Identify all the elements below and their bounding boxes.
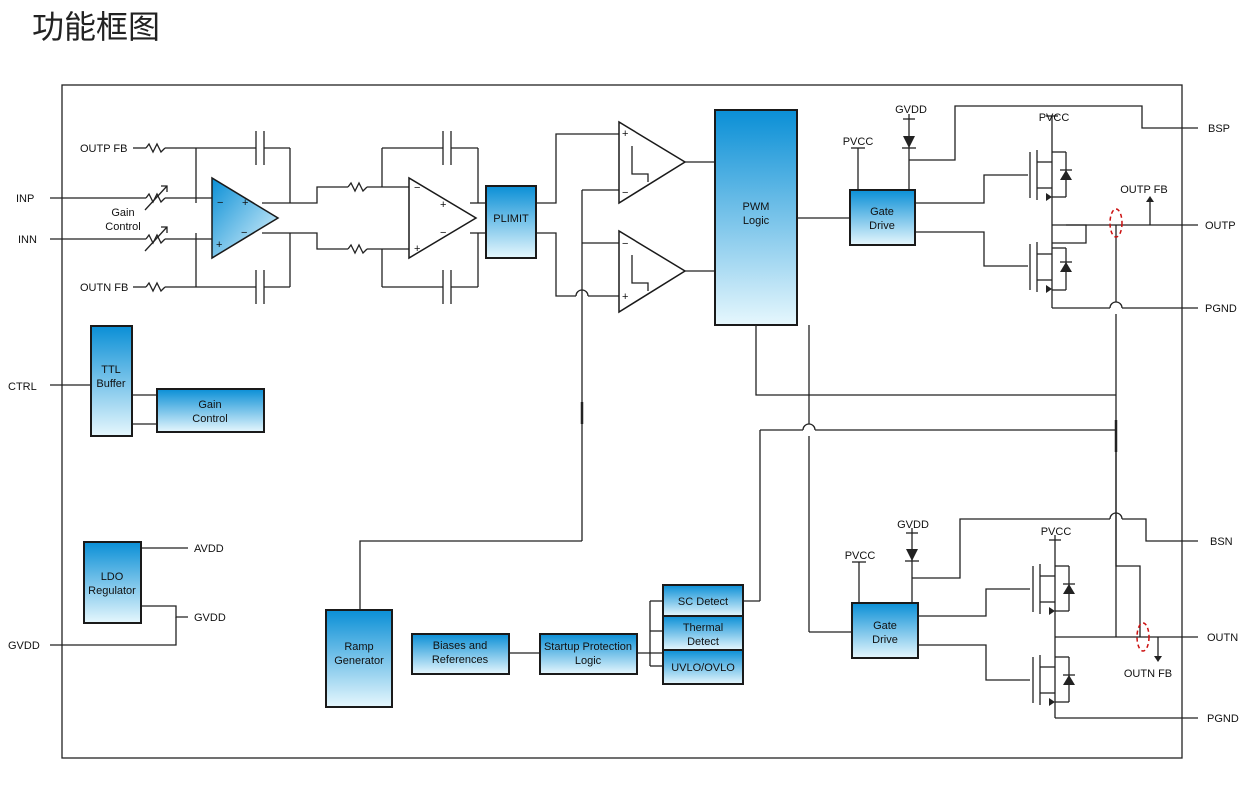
- startup-protection-block: [539, 633, 638, 675]
- output-bottom-wiring: [858, 452, 1198, 719]
- ttl-buffer-block: [90, 325, 133, 437]
- ldo-regulator-label-1: LDO: [101, 571, 124, 583]
- op-amp-2: − + − +: [408, 176, 478, 260]
- pin-inp-label: INP: [16, 193, 34, 205]
- svg-text:+: +: [414, 243, 420, 255]
- ldo-regulator-label-2: Regulator: [88, 585, 136, 597]
- gate-drive-top-label-2: Drive: [869, 220, 895, 232]
- ttl-buffer-label-2: Buffer: [96, 378, 125, 390]
- pin-outn-label: OUTN: [1207, 632, 1238, 644]
- gvdd-top-label: GVDD: [895, 104, 927, 116]
- ttl-buffer-label-1: TTL: [101, 364, 121, 376]
- uvlo-ovlo-label: UVLO/OVLO: [671, 662, 735, 674]
- gvdd-bottom-diode-icon: [905, 532, 919, 562]
- svg-text:−: −: [622, 187, 628, 199]
- svg-text:+: +: [440, 199, 446, 211]
- thermal-detect-label-1: Thermal: [683, 622, 723, 634]
- ldo-regulator-block: [83, 541, 142, 624]
- gain-control-label-1: Gain: [111, 207, 134, 219]
- svg-text:+: +: [622, 128, 628, 140]
- protection-wiring: [509, 600, 663, 667]
- svg-text:−: −: [414, 182, 420, 194]
- startup-protection-label-2: Logic: [575, 655, 602, 667]
- pin-avdd-label: AVDD: [194, 543, 224, 555]
- gate-drive-bottom-label-1: Gate: [873, 620, 897, 632]
- bottom-fets: [1032, 564, 1075, 706]
- gain-control-label-2: Control: [105, 221, 140, 233]
- svg-text:+: +: [622, 291, 628, 303]
- pin-outp-fb-in-label: OUTP FB: [80, 143, 127, 155]
- startup-protection-label-1: Startup Protection: [544, 641, 632, 653]
- pwm-logic-label-1: PWM: [743, 201, 770, 213]
- pvcc-bottom-gate-label: PVCC: [845, 550, 876, 562]
- pwm-logic-block: [714, 109, 798, 326]
- page-title: 功能框图: [32, 8, 161, 46]
- pin-pgnd-bottom-label: PGND: [1207, 713, 1239, 725]
- top-fets: [1029, 150, 1072, 293]
- plimit-block: [485, 185, 537, 259]
- svg-text:+: +: [216, 239, 222, 251]
- svg-text:+: +: [242, 197, 248, 209]
- op-amp-1: + − − +: [211, 176, 280, 260]
- pin-gvdd-in-label: GVDD: [8, 640, 40, 652]
- ramp-generator-label-2: Generator: [334, 655, 384, 667]
- biases-references-label-2: References: [432, 654, 489, 666]
- comparator-bottom: − +: [618, 229, 687, 314]
- gain-control-block: [156, 388, 265, 433]
- gain-control-block-label-2: Control: [192, 413, 227, 425]
- svg-text:−: −: [622, 238, 628, 250]
- pin-gvdd-out-label: GVDD: [194, 612, 226, 624]
- gvdd-top-diode-icon: [902, 118, 916, 149]
- pin-bsn-label: BSN: [1210, 536, 1233, 548]
- ramp-generator-label-1: Ramp: [344, 641, 373, 653]
- outp-fb-out-label: OUTP FB: [1120, 184, 1167, 196]
- pin-bsp-label: BSP: [1208, 123, 1230, 135]
- gate-drive-bottom-block: [851, 602, 919, 659]
- comparator-top: + −: [618, 120, 687, 205]
- sc-detect-label: SC Detect: [678, 596, 728, 608]
- pvcc-top-fet-label: PVCC: [1039, 112, 1070, 124]
- pvcc-bottom-fet-label: PVCC: [1041, 526, 1072, 538]
- pvcc-top-gate-label: PVCC: [843, 136, 874, 148]
- gvdd-bottom-label: GVDD: [897, 519, 929, 531]
- gate-drive-top-label-1: Gate: [870, 206, 894, 218]
- gate-drive-bottom-label-2: Drive: [872, 634, 898, 646]
- biases-references-block: [411, 633, 510, 675]
- gain-control-block-label-1: Gain: [198, 399, 221, 411]
- pwm-logic-label-2: Logic: [743, 215, 770, 227]
- outp-highlight: [1109, 208, 1123, 238]
- gate-drive-top-block: [849, 189, 916, 246]
- chip-outline: [61, 84, 1183, 759]
- biases-references-label-1: Biases and: [433, 640, 487, 652]
- input-wiring: [50, 131, 715, 541]
- pin-inn-label: INN: [18, 234, 37, 246]
- middle-wiring: [359, 325, 1118, 633]
- pin-outp-label: OUTP: [1205, 220, 1236, 232]
- svg-text:−: −: [241, 227, 247, 239]
- outn-fb-out-label: OUTN FB: [1124, 668, 1172, 680]
- sc-detect-block: [662, 584, 744, 617]
- pin-outn-fb-in-label: OUTN FB: [80, 282, 128, 294]
- svg-text:−: −: [217, 197, 223, 209]
- uvlo-ovlo-block: [662, 649, 744, 685]
- svg-text:−: −: [440, 227, 446, 239]
- ramp-generator-block: [325, 609, 393, 708]
- pin-pgnd-top-label: PGND: [1205, 303, 1237, 315]
- pin-ctrl-label: CTRL: [8, 381, 37, 393]
- thermal-detect-block: [662, 615, 744, 651]
- outn-highlight: [1136, 622, 1150, 652]
- plimit-label: PLIMIT: [493, 213, 529, 225]
- thermal-detect-label-2: Detect: [687, 636, 719, 648]
- control-wiring: [50, 384, 188, 646]
